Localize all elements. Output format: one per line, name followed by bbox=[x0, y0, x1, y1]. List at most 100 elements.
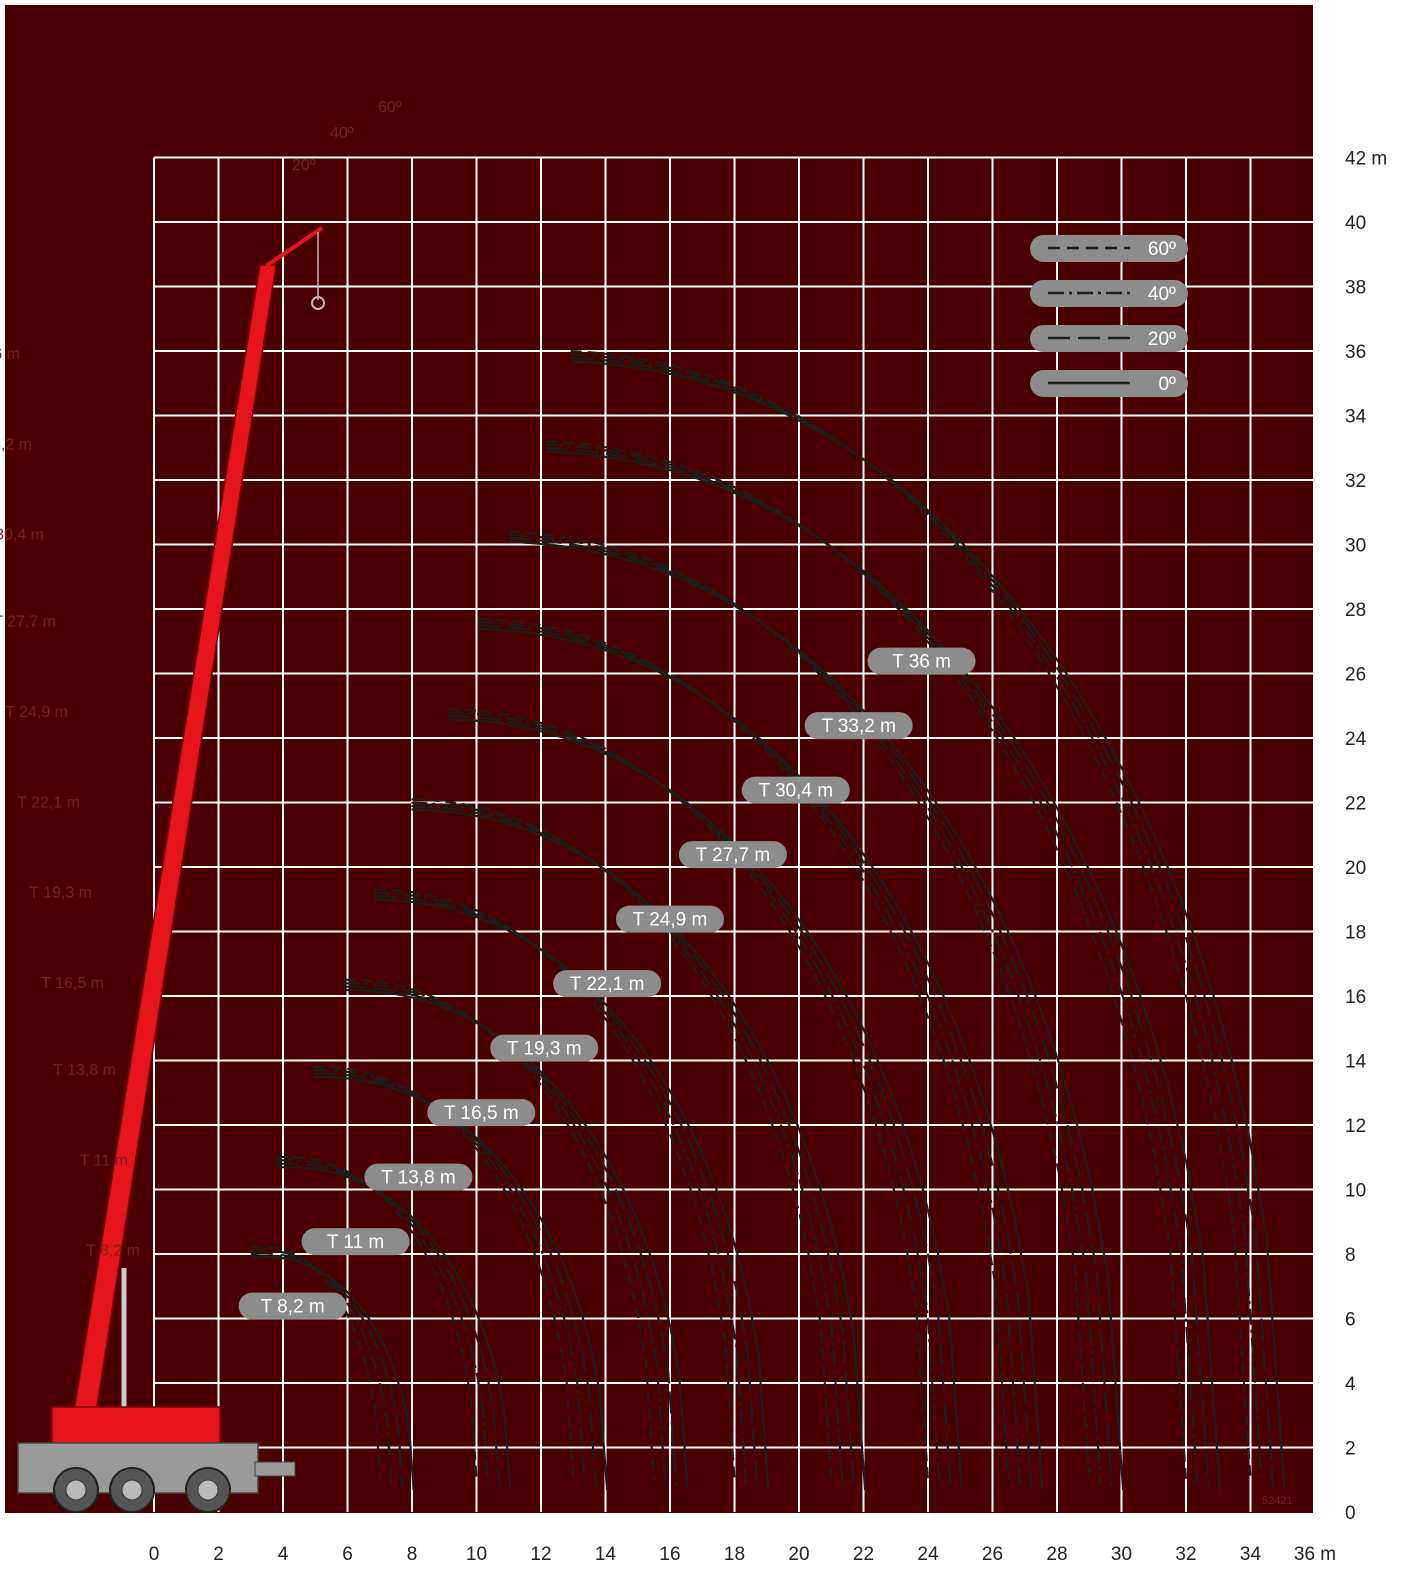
range-curve bbox=[374, 895, 759, 1487]
boom-height-label: T 8,2 m bbox=[86, 1243, 140, 1260]
crane-jib bbox=[264, 226, 324, 268]
y-tick-label: 0 bbox=[1345, 1503, 1356, 1524]
boom-length-labels: T 8,2 m T 8,2 m T 11 m T 11 m T 13,8 m T 13,8… bbox=[0, 346, 976, 1320]
y-tick-label: 18 bbox=[1345, 923, 1366, 944]
boom-length-pill bbox=[427, 1099, 536, 1127]
boom-length-label: T 16,5 m bbox=[444, 1103, 519, 1124]
y-tick-label: 6 bbox=[1345, 1310, 1356, 1331]
drawing-code: 52421 bbox=[1262, 1495, 1293, 1507]
x-tick-label: 36 m bbox=[1294, 1544, 1336, 1565]
jib-angle-label: 20º bbox=[292, 157, 316, 174]
boom-length-pill bbox=[741, 776, 850, 804]
range-curve bbox=[448, 718, 963, 1490]
boom-height-label: T 16,5 m bbox=[41, 975, 104, 992]
grid bbox=[153, 156, 1316, 1512]
boom-length-pill bbox=[616, 905, 724, 933]
y-tick-label: 20 bbox=[1345, 858, 1366, 879]
x-tick-label: 22 bbox=[853, 1544, 874, 1565]
boom-length-label: T 24,9 m bbox=[633, 910, 708, 931]
y-tick-label: 42 m bbox=[1345, 149, 1387, 170]
boom-length-pill bbox=[867, 647, 976, 675]
boom-length-pill bbox=[238, 1292, 347, 1320]
boom-length-label: T 22,1 m bbox=[570, 974, 645, 995]
y-tick-label: 36 bbox=[1345, 342, 1366, 363]
jib-angle-label: 60º bbox=[378, 99, 402, 116]
x-tick-label: 24 bbox=[917, 1544, 939, 1565]
y-tick-label: 26 bbox=[1345, 665, 1366, 686]
y-tick-label: 12 bbox=[1345, 1116, 1366, 1137]
y-tick-label: 24 bbox=[1345, 729, 1367, 750]
range-curve bbox=[546, 440, 1188, 1480]
range-curve bbox=[546, 443, 1199, 1484]
boom-length-pill bbox=[804, 712, 913, 740]
boom-length-label: T 27,7 m bbox=[696, 845, 771, 866]
boom-height-label: T 33,2 m bbox=[0, 436, 32, 453]
range-curve bbox=[344, 978, 655, 1480]
x-tick-label: 16 bbox=[659, 1544, 680, 1565]
boom-length-pill bbox=[678, 841, 787, 869]
boom-length-label: T 19,3 m bbox=[507, 1039, 582, 1060]
y-tick-label: 32 bbox=[1345, 471, 1366, 492]
y-axis-ticks: 024681012141618202224262830323436384042 … bbox=[1345, 149, 1387, 1525]
boom-height-label: T 13,8 m bbox=[53, 1062, 116, 1079]
boom-length-pill bbox=[553, 970, 662, 998]
crane-outrigger bbox=[254, 1461, 296, 1477]
wheel-hub bbox=[197, 1479, 219, 1501]
boom-length-pill bbox=[364, 1163, 473, 1191]
y-tick-label: 10 bbox=[1345, 1181, 1366, 1202]
x-tick-label: 0 bbox=[149, 1544, 160, 1565]
legend-label: 60º bbox=[1148, 239, 1176, 260]
range-curve bbox=[509, 533, 1102, 1484]
wheel-hub bbox=[121, 1479, 143, 1501]
jib-angle-labels: 20º 40º 60º bbox=[292, 99, 402, 174]
range-curve bbox=[374, 888, 736, 1480]
x-tick-label: 10 bbox=[466, 1544, 487, 1565]
x-tick-label: 20 bbox=[788, 1544, 809, 1565]
y-tick-label: 2 bbox=[1345, 1439, 1356, 1460]
range-curve bbox=[448, 711, 941, 1484]
y-tick-label: 40 bbox=[1345, 213, 1366, 234]
boom-length-pill bbox=[301, 1228, 410, 1256]
boom-length-label: T 11 m bbox=[327, 1232, 384, 1253]
boom-height-label: T 24,9 m bbox=[5, 704, 68, 721]
y-tick-label: 38 bbox=[1345, 278, 1366, 299]
y-tick-label: 22 bbox=[1345, 794, 1366, 815]
crane-superstructure bbox=[51, 1406, 221, 1450]
range-curve bbox=[411, 808, 867, 1490]
x-tick-label: 6 bbox=[342, 1544, 353, 1565]
y-tick-label: 28 bbox=[1345, 600, 1366, 621]
boom-height-label: T 22,1 m bbox=[17, 794, 80, 811]
boom-length-label: T 36 m bbox=[892, 652, 951, 673]
boom-height-label: T 11 m bbox=[80, 1152, 128, 1169]
boom-length-label: T 13,8 m bbox=[381, 1168, 456, 1189]
range-curve bbox=[570, 349, 1252, 1480]
boom-length-label: T 33,2 m bbox=[821, 716, 896, 737]
range-curve bbox=[570, 353, 1263, 1484]
boom-length-label: T 8,2 m bbox=[261, 1297, 325, 1318]
legend-label: 0º bbox=[1158, 374, 1176, 395]
x-tick-label: 34 bbox=[1240, 1544, 1262, 1565]
boom-height-label: T 36 m bbox=[0, 346, 20, 363]
x-tick-label: 18 bbox=[724, 1544, 745, 1565]
y-tick-label: 14 bbox=[1345, 1052, 1367, 1073]
hook-block bbox=[311, 296, 325, 310]
range-curve bbox=[478, 621, 1021, 1484]
range-curve bbox=[250, 1255, 415, 1490]
boom-length-label: T 30,4 m bbox=[758, 781, 833, 802]
jib-angle-label: 40º bbox=[330, 125, 354, 142]
x-tick-label: 12 bbox=[530, 1544, 551, 1565]
y-tick-label: 4 bbox=[1345, 1374, 1356, 1395]
x-tick-label: 2 bbox=[213, 1544, 224, 1565]
y-tick-label: 30 bbox=[1345, 536, 1366, 557]
legend-label: 40º bbox=[1148, 284, 1176, 305]
y-tick-label: 16 bbox=[1345, 987, 1366, 1008]
range-curve bbox=[276, 1165, 512, 1490]
y-tick-label: 34 bbox=[1345, 407, 1367, 428]
range-curve bbox=[411, 801, 844, 1484]
x-tick-label: 28 bbox=[1046, 1544, 1067, 1565]
boom-height-label: T 19,3 m bbox=[29, 885, 92, 902]
range-curve bbox=[276, 1159, 489, 1484]
boom-height-label: T 30,4 m bbox=[0, 527, 44, 544]
